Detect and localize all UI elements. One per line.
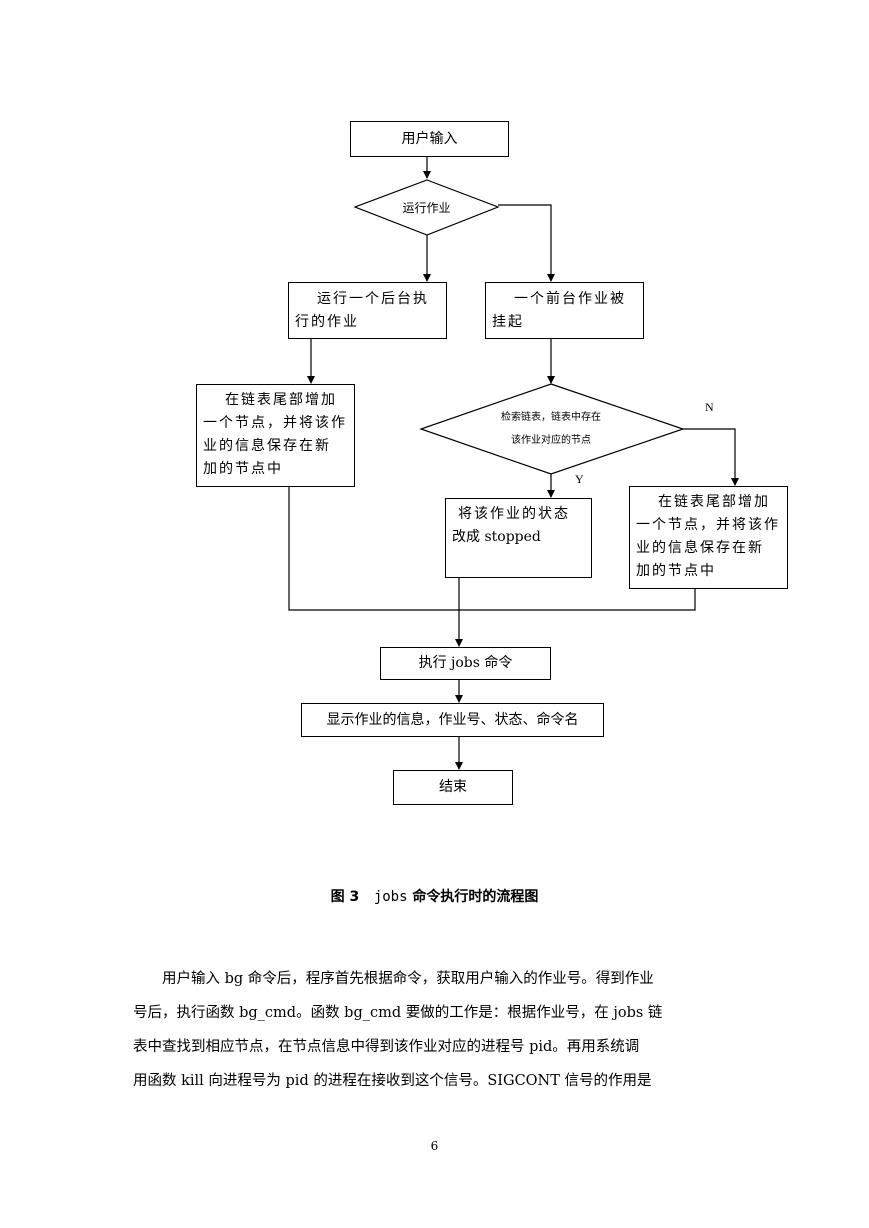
end-box: 结束: [393, 770, 513, 805]
show-info-label: 显示作业的信息，作业号、状态、命令名: [326, 711, 579, 728]
end-label: 结束: [439, 779, 467, 795]
decision-search-line: 检索链表，链表中存在: [501, 412, 601, 423]
add-node-left-line: 加的节点中: [203, 461, 283, 477]
page-number: 6: [430, 1139, 439, 1153]
fg-suspend-line: 挂起: [492, 314, 524, 330]
add-node-left-line: 在链表尾部增加: [225, 392, 337, 408]
body-line: 表中查找到相应节点，在节点信息中得到该作业对应的进程号 pid。再用系统调: [133, 1039, 640, 1055]
start-label: 用户输入: [401, 130, 458, 147]
figure-caption: 图 3 jobs 命令执行时的流程图: [0, 886, 869, 906]
change-state-box: 将该作业的状态 改成 stopped: [445, 498, 592, 578]
body-line: 用户输入 bg 命令后，程序首先根据命令，获取用户输入的作业号。得到作业: [133, 971, 654, 987]
caption-mono: jobs: [373, 889, 408, 905]
decision-run-diamond: [353, 179, 500, 236]
start-box: 用户输入: [350, 121, 509, 157]
add-node-left-box: 在链表尾部增加 一个节点，并将该作 业的信息保存在新 加的节点中: [196, 384, 355, 487]
exec-jobs-box: 执行 jobs 命令: [380, 647, 551, 680]
add-node-left-line: 一个节点，并将该作: [203, 415, 347, 431]
exec-jobs-label: 执行 jobs 命令: [418, 655, 513, 671]
add-node-left-line: 业的信息保存在新: [203, 438, 331, 454]
add-node-right-line: 在链表尾部增加: [658, 494, 770, 510]
decision-search-label: 检索链表，链表中存在 该作业对应的节点: [451, 406, 651, 452]
add-node-right-box: 在链表尾部增加 一个节点，并将该作 业的信息保存在新 加的节点中: [629, 486, 788, 589]
show-info-box: 显示作业的信息，作业号、状态、命令名: [301, 703, 604, 737]
decision-run-label: 运行作业: [402, 201, 451, 215]
branch-label-n: N: [705, 400, 714, 414]
bg-job-line: 行的作业: [295, 314, 359, 330]
decision-search-diamond: [419, 383, 685, 475]
merge-line-left: [288, 486, 696, 611]
fg-suspend-line: 一个前台作业被: [514, 291, 626, 307]
bg-job-line: 运行一个后台执: [317, 291, 429, 307]
branch-label-y: Y: [575, 472, 584, 486]
fg-suspend-box: 一个前台作业被 挂起: [485, 282, 644, 339]
add-node-right-line: 一个节点，并将该作: [636, 517, 780, 533]
caption-prefix: 图 3: [330, 889, 360, 905]
add-node-right-line: 业的信息保存在新: [636, 540, 764, 556]
change-state-line: 将该作业的状态: [458, 506, 570, 522]
body-line: 号后，执行函数 bg_cmd。函数 bg_cmd 要做的工作是：根据作业号，在 …: [133, 1005, 663, 1021]
add-node-right-line: 加的节点中: [636, 563, 716, 579]
body-paragraph: 用户输入 bg 命令后，程序首先根据命令，获取用户输入的作业号。得到作业 号后，…: [133, 962, 743, 1098]
bg-job-box: 运行一个后台执 行的作业: [288, 282, 447, 339]
caption-suffix: 命令执行时的流程图: [412, 889, 539, 905]
arrow-search-n: [683, 428, 739, 486]
arrow-decision-to-fg-suspend: [498, 204, 555, 282]
decision-search-line: 该作业对应的节点: [511, 435, 591, 446]
body-line: 用函数 kill 向进程号为 pid 的进程在接收到这个信号。SIGCONT 信…: [133, 1073, 652, 1089]
change-state-line: 改成 stopped: [452, 529, 541, 545]
